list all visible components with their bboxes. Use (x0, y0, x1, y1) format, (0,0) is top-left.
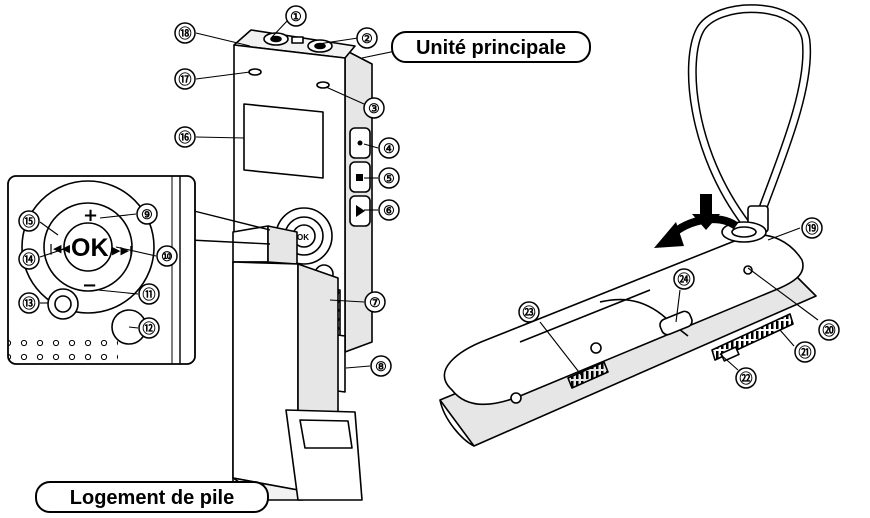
callout-9: ⑨ (136, 203, 158, 225)
svg-text:⑤: ⑤ (383, 171, 395, 186)
svg-text:㉓: ㉓ (522, 305, 535, 320)
callout-22: ㉒ (735, 367, 757, 389)
svg-text:⑭: ⑭ (22, 252, 35, 267)
battery-housing-drawing (232, 225, 363, 501)
callout-4: ④ (378, 137, 400, 159)
battery-housing-label: Logement de pile (35, 481, 269, 513)
svg-text:④: ④ (383, 141, 395, 156)
svg-text:⑥: ⑥ (383, 203, 395, 218)
callout-15: ⑮ (18, 210, 40, 232)
svg-text:②: ② (361, 31, 373, 46)
svg-text:①: ① (290, 9, 302, 24)
main-unit-label-text: Unité principale (416, 37, 566, 59)
svg-text:⑯: ⑯ (178, 130, 191, 145)
callout-23: ㉓ (518, 301, 540, 323)
callout-markers: ① ② ③ ④ ⑤ ⑥ ⑦ ⑧ ⑨ ⑩ ⑪ ⑫ ⑬ ⑭ ⑮ ⑯ ⑰ ⑱ ⑲ ⑳ … (18, 5, 840, 389)
svg-text:㉔: ㉔ (677, 272, 690, 287)
callout-10: ⑩ (156, 245, 178, 267)
callout-1: ① (285, 5, 307, 27)
battery-housing-label-text: Logement de pile (70, 487, 234, 509)
svg-text:⑬: ⑬ (22, 296, 35, 311)
svg-text:⑪: ⑪ (142, 287, 155, 302)
callout-13: ⑬ (18, 292, 40, 314)
callout-6: ⑥ (378, 199, 400, 221)
callout-17: ⑰ (174, 68, 196, 90)
callout-20: ⑳ (818, 319, 840, 341)
strap-down-arrow (692, 194, 720, 230)
callout-16: ⑯ (174, 126, 196, 148)
svg-text:⑱: ⑱ (178, 26, 191, 41)
svg-text:⑨: ⑨ (141, 207, 153, 222)
main-unit-label: Unité principale (391, 31, 591, 63)
svg-text:⑮: ⑮ (22, 214, 35, 229)
device-ok-text: OK (297, 233, 309, 242)
svg-text:⑳: ⑳ (822, 323, 835, 338)
svg-text:㉒: ㉒ (739, 371, 752, 386)
callout-7: ⑦ (364, 291, 386, 313)
svg-text:⑫: ⑫ (142, 321, 155, 336)
inset-minus-symbol: − (82, 275, 97, 296)
svg-text:⑦: ⑦ (369, 295, 381, 310)
svg-text:⑩: ⑩ (161, 249, 173, 264)
callout-11: ⑪ (138, 283, 160, 305)
svg-text:⑲: ⑲ (805, 221, 818, 236)
svg-text:㉑: ㉑ (798, 345, 811, 360)
callout-21: ㉑ (794, 341, 816, 363)
inset-plus-symbol: + (83, 205, 98, 226)
callout-8: ⑧ (370, 355, 392, 377)
zoom-inset (7, 175, 271, 365)
callout-12: ⑫ (138, 317, 160, 339)
svg-text:⑧: ⑧ (375, 359, 387, 374)
svg-text:⑰: ⑰ (178, 72, 191, 87)
callout-2: ② (356, 27, 378, 49)
callout-24: ㉔ (673, 268, 695, 290)
callout-5: ⑤ (378, 167, 400, 189)
leader-lines (39, 19, 819, 377)
rear-unit-drawing (439, 4, 817, 447)
svg-text:③: ③ (368, 101, 380, 116)
callout-14: ⑭ (18, 248, 40, 270)
callout-18: ⑱ (174, 22, 196, 44)
callout-19: ⑲ (801, 217, 823, 239)
callout-3: ③ (363, 97, 385, 119)
strap-arrow-head (654, 222, 684, 248)
inset-ok-text: OK (71, 234, 109, 262)
